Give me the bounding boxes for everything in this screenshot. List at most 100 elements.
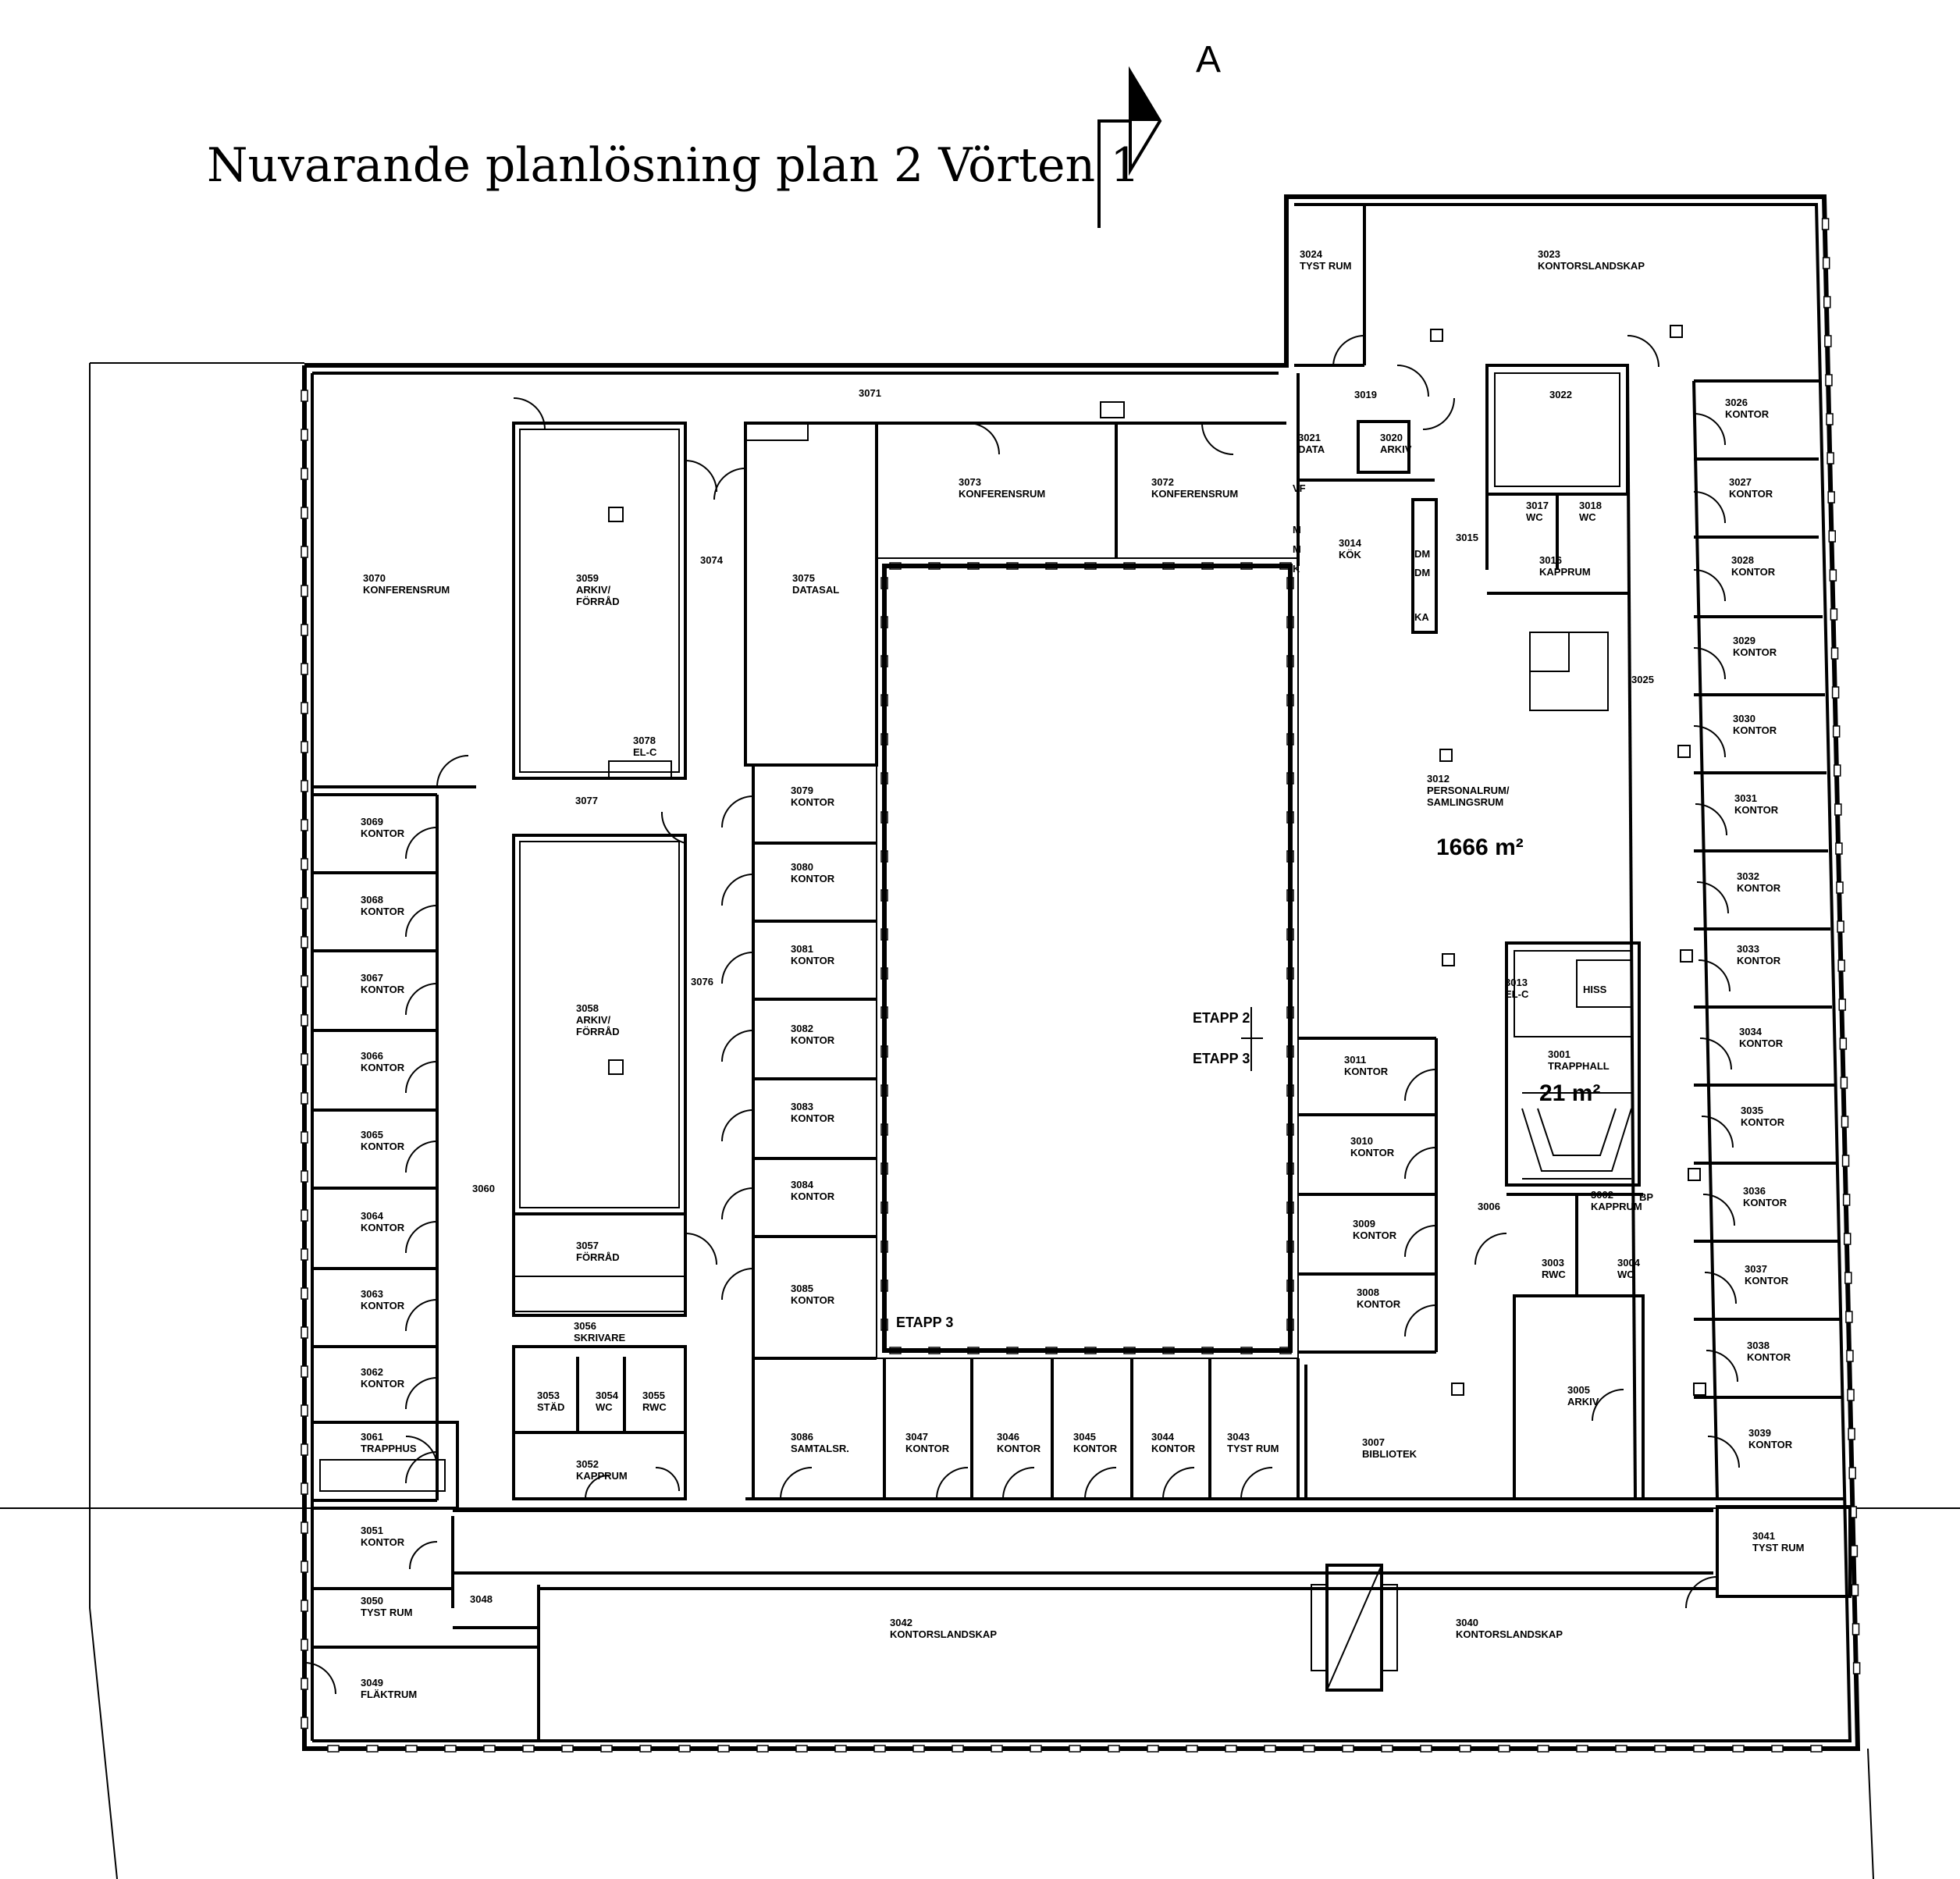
window-tick (444, 1745, 457, 1753)
window-tick (1831, 686, 1840, 699)
room-label-3078-name: EL-C (633, 746, 657, 758)
columns (608, 325, 1706, 1396)
etapp-3-south-label: ETAPP 3 (896, 1315, 953, 1330)
window-tick (301, 1170, 308, 1183)
window-tick (301, 1678, 308, 1690)
room-label-3029-name: KONTOR (1733, 646, 1777, 658)
window-tick (327, 1745, 340, 1753)
room-label-3016-name: KAPPRUM (1539, 566, 1591, 578)
room-label-3054-number: 3054 (596, 1390, 619, 1401)
room-label-3083-name: KONTOR (791, 1112, 835, 1124)
window-tick (561, 1745, 574, 1753)
room-label-3032-name: KONTOR (1737, 882, 1781, 894)
room-label-3078-number: 3078 (633, 735, 656, 746)
window-tick (1830, 608, 1838, 621)
window-tick (301, 741, 308, 753)
room-label-3076-number: 3076 (691, 976, 713, 988)
room-label-3084-number: 3084 (791, 1179, 814, 1190)
window-tick (1844, 1272, 1852, 1284)
window-tick (600, 1745, 613, 1753)
room-label-3005-name: ARKIV (1567, 1396, 1599, 1407)
window-tick (301, 702, 308, 714)
window-tick (301, 1482, 308, 1495)
room-label-3004-name: WC (1617, 1269, 1635, 1280)
window-tick (301, 663, 308, 675)
etapp-2-label: ETAPP 2 (1193, 1010, 1250, 1026)
window-tick (1830, 647, 1839, 660)
room-label-3029-number: 3029 (1733, 635, 1755, 646)
elevator-label: HISS (1583, 984, 1607, 995)
room-label-3058-name-2: FÖRRÅD (576, 1026, 620, 1037)
window-tick (1838, 998, 1846, 1011)
room-label-3065-number: 3065 (361, 1129, 383, 1141)
exterior-walls (302, 194, 1861, 1751)
room-label-3066-number: 3066 (361, 1050, 383, 1062)
room-label-3028-name: KONTOR (1731, 566, 1776, 578)
window-tick (301, 1560, 308, 1573)
room-label-3023-name: KONTORSLANDSKAP (1538, 260, 1645, 272)
room-label-3007-name: BIBLIOTEK (1362, 1448, 1418, 1460)
room-label-3073-name: KONFERENSRUM (959, 488, 1045, 500)
room-label-3012-name-2: SAMLINGSRUM (1427, 796, 1503, 808)
window-tick (1846, 1350, 1854, 1362)
window-tick (1829, 569, 1837, 582)
window-tick (1225, 1745, 1237, 1753)
window-tick (639, 1745, 652, 1753)
k-label: K (1293, 563, 1300, 575)
room-label-3023-number: 3023 (1538, 248, 1560, 260)
window-tick (301, 819, 308, 831)
room-label-3075-number: 3075 (792, 572, 815, 584)
room-label-3041-name: TYST RUM (1752, 1542, 1804, 1553)
window-tick (1827, 491, 1835, 504)
room-label-3004-number: 3004 (1617, 1257, 1641, 1269)
room-label-3033-name: KONTOR (1737, 955, 1781, 966)
room-label-3052-name: KAPPRUM (576, 1470, 628, 1482)
room-label-3007-number: 3007 (1362, 1436, 1385, 1448)
room-label-3024-number: 3024 (1300, 248, 1323, 260)
window-tick (301, 1092, 308, 1105)
room-label-3008-name: KONTOR (1357, 1298, 1401, 1310)
room-label-3040-number: 3040 (1456, 1617, 1478, 1628)
room-label-3034-name: KONTOR (1739, 1037, 1784, 1049)
room-label-3058-name: ARKIV/ (576, 1014, 610, 1026)
room-label-3070-name: KONFERENSRUM (363, 584, 450, 596)
room-label-3018-number: 3018 (1579, 500, 1602, 511)
room-label-3002-name: KAPPRUM (1591, 1201, 1642, 1212)
window-tick (1839, 1037, 1848, 1050)
room-label-3061-name: TRAPPHUS (361, 1443, 417, 1454)
room-label-3036-name: KONTOR (1743, 1197, 1787, 1208)
window-tick (301, 429, 308, 441)
window-tick (756, 1745, 769, 1753)
section-line (1097, 119, 1130, 228)
room-label-3071-number: 3071 (859, 387, 881, 399)
section-arrow-fill (1130, 72, 1160, 121)
area-stair: 21 m² (1539, 1080, 1600, 1106)
window-tick (1069, 1745, 1081, 1753)
window-tick (1537, 1745, 1549, 1753)
room-label-3012-number: 3012 (1427, 773, 1450, 785)
window-tick (952, 1745, 964, 1753)
room-label-3062-name: KONTOR (361, 1378, 405, 1390)
room-label-3044-name: KONTOR (1151, 1443, 1196, 1454)
room-label-3041-number: 3041 (1752, 1530, 1775, 1542)
room-label-3011-name: KONTOR (1344, 1066, 1389, 1077)
dm-label-1: DM (1414, 548, 1430, 560)
courtyard-walls (876, 557, 1299, 1359)
window-tick (1833, 764, 1841, 777)
room-label-3059-name: ARKIV/ (576, 584, 610, 596)
room-label-3014-number: 3014 (1339, 537, 1362, 549)
room-label-3081-number: 3081 (791, 943, 813, 955)
plan-title: Nuvarande planlösning plan 2 Vörten 1 (207, 138, 1140, 193)
room-label-3001-name: TRAPPHALL (1548, 1060, 1610, 1072)
room-label-3082-name: KONTOR (791, 1034, 835, 1046)
window-tick (1837, 959, 1845, 972)
room-label-3022-number: 3022 (1549, 389, 1572, 400)
window-tick (1654, 1745, 1667, 1753)
window-tick (301, 1131, 308, 1144)
room-label-3009-name: KONTOR (1353, 1230, 1397, 1241)
room-label-3057-number: 3057 (576, 1240, 599, 1251)
window-tick (301, 1717, 308, 1729)
room-label-3026-number: 3026 (1725, 397, 1748, 408)
room-label-3045-name: KONTOR (1073, 1443, 1118, 1454)
room-label-3055-number: 3055 (642, 1390, 665, 1401)
